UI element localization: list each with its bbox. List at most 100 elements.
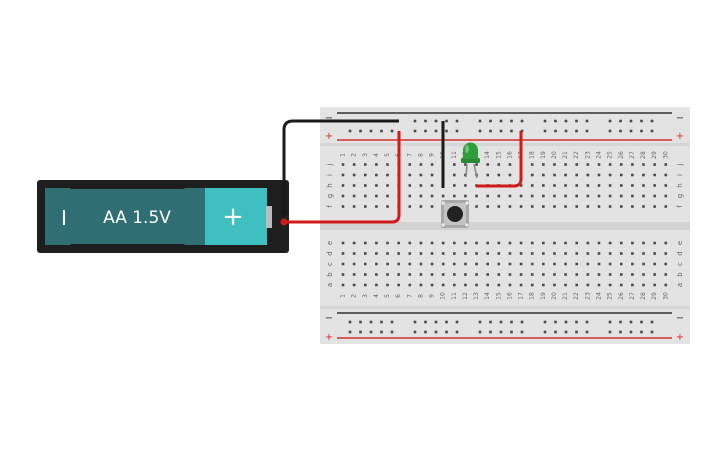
top-rail-plus-hole[interactable] — [650, 129, 654, 133]
bottom-rail-minus-hole[interactable] — [413, 320, 417, 324]
bottom-rail-plus-hole[interactable] — [489, 330, 492, 334]
bottom-rail-minus-hole[interactable] — [348, 320, 352, 324]
hole-g15[interactable] — [497, 194, 501, 198]
hole-i14[interactable] — [486, 173, 489, 177]
hole-a12[interactable] — [464, 283, 467, 287]
hole-b24[interactable] — [597, 273, 601, 276]
top-rail-plus-hole[interactable] — [554, 129, 557, 133]
hole-f23[interactable] — [586, 205, 590, 208]
hole-f19[interactable] — [542, 205, 545, 208]
hole-e1[interactable] — [341, 241, 345, 245]
hole-h1[interactable] — [341, 184, 345, 187]
hole-e20[interactable] — [553, 241, 556, 245]
hole-f25[interactable] — [608, 205, 612, 208]
hole-b4[interactable] — [375, 273, 378, 276]
bottom-rail-plus-hole[interactable] — [413, 330, 417, 334]
hole-a5[interactable] — [386, 283, 389, 287]
battery[interactable]: I AA 1.5V + — [37, 180, 289, 253]
hole-f3[interactable] — [363, 205, 367, 208]
hole-h25[interactable] — [608, 184, 612, 187]
hole-c19[interactable] — [542, 262, 545, 266]
hole-g30[interactable] — [664, 194, 668, 198]
hole-b3[interactable] — [363, 273, 367, 276]
hole-i18[interactable] — [530, 173, 534, 177]
hole-a11[interactable] — [453, 283, 456, 287]
top-rail-plus-hole[interactable] — [564, 129, 568, 133]
top-rail-plus-hole[interactable] — [359, 129, 362, 133]
hole-e7[interactable] — [408, 241, 412, 245]
hole-c25[interactable] — [608, 262, 612, 266]
top-rail-minus-hole[interactable] — [424, 119, 427, 123]
hole-e24[interactable] — [597, 241, 601, 245]
top-rail-plus-hole[interactable] — [640, 129, 643, 133]
hole-i8[interactable] — [419, 173, 423, 177]
hole-d23[interactable] — [586, 252, 590, 255]
hole-h26[interactable] — [619, 184, 623, 187]
hole-i19[interactable] — [542, 173, 545, 177]
bottom-rail-minus-hole[interactable] — [564, 320, 568, 324]
led[interactable] — [461, 142, 480, 179]
hole-h18[interactable] — [530, 184, 534, 187]
hole-c12[interactable] — [464, 262, 467, 266]
hole-h4[interactable] — [375, 184, 378, 187]
hole-e3[interactable] — [363, 241, 367, 245]
hole-c24[interactable] — [597, 262, 601, 266]
hole-e9[interactable] — [430, 241, 434, 245]
hole-j19[interactable] — [542, 163, 545, 166]
bottom-rail-plus-hole[interactable] — [369, 330, 373, 334]
bottom-rail-plus-hole[interactable] — [608, 330, 612, 334]
hole-d10[interactable] — [441, 252, 445, 255]
hole-a7[interactable] — [408, 283, 412, 287]
top-rail-plus-hole[interactable] — [543, 129, 547, 133]
hole-e10[interactable] — [441, 241, 445, 245]
top-rail-minus-hole[interactable] — [564, 119, 568, 123]
bottom-rail-plus-hole[interactable] — [390, 330, 394, 334]
bottom-rail-plus-hole[interactable] — [585, 330, 589, 334]
hole-f18[interactable] — [530, 205, 534, 208]
bottom-rail-plus-hole[interactable] — [499, 330, 503, 334]
hole-f1[interactable] — [341, 205, 345, 208]
bottom-rail-plus-hole[interactable] — [445, 330, 448, 334]
hole-d24[interactable] — [597, 252, 601, 255]
hole-d25[interactable] — [608, 252, 612, 255]
hole-b29[interactable] — [653, 273, 656, 276]
red-wire-battery-to-board[interactable] — [284, 131, 401, 224]
bottom-rail-plus-hole[interactable] — [554, 330, 557, 334]
hole-i1[interactable] — [341, 173, 345, 177]
hole-d8[interactable] — [419, 252, 423, 255]
hole-e12[interactable] — [464, 241, 467, 245]
hole-b28[interactable] — [642, 273, 645, 276]
hole-h22[interactable] — [575, 184, 579, 187]
hole-g11[interactable] — [453, 194, 456, 198]
hole-f24[interactable] — [597, 205, 601, 208]
hole-g16[interactable] — [508, 194, 512, 198]
hole-d14[interactable] — [486, 252, 489, 255]
hole-h24[interactable] — [597, 184, 601, 187]
hole-a22[interactable] — [575, 283, 579, 287]
bottom-rail-plus-hole[interactable] — [520, 330, 524, 334]
bottom-rail-minus-hole[interactable] — [520, 320, 524, 324]
bottom-rail-minus-hole[interactable] — [543, 320, 547, 324]
hole-d22[interactable] — [575, 252, 579, 255]
hole-c26[interactable] — [619, 262, 623, 266]
hole-i5[interactable] — [386, 173, 389, 177]
hole-f2[interactable] — [352, 205, 356, 208]
hole-i16[interactable] — [508, 173, 512, 177]
top-rail-plus-hole[interactable] — [369, 129, 373, 133]
hole-h17[interactable] — [519, 184, 523, 187]
hole-b11[interactable] — [453, 273, 456, 276]
hole-g8[interactable] — [419, 194, 423, 198]
black-wire-battery-to-rail[interactable] — [282, 119, 399, 212]
hole-j23[interactable] — [586, 163, 590, 166]
hole-j14[interactable] — [486, 163, 489, 166]
hole-f22[interactable] — [575, 205, 579, 208]
hole-b15[interactable] — [497, 273, 501, 276]
hole-f30[interactable] — [664, 205, 668, 208]
bottom-rail-minus-hole[interactable] — [554, 320, 557, 324]
hole-j18[interactable] — [530, 163, 534, 166]
hole-b10[interactable] — [441, 273, 445, 276]
top-rail-minus-hole[interactable] — [543, 119, 547, 123]
hole-h2[interactable] — [352, 184, 356, 187]
hole-b18[interactable] — [530, 273, 534, 276]
hole-b27[interactable] — [631, 273, 634, 276]
